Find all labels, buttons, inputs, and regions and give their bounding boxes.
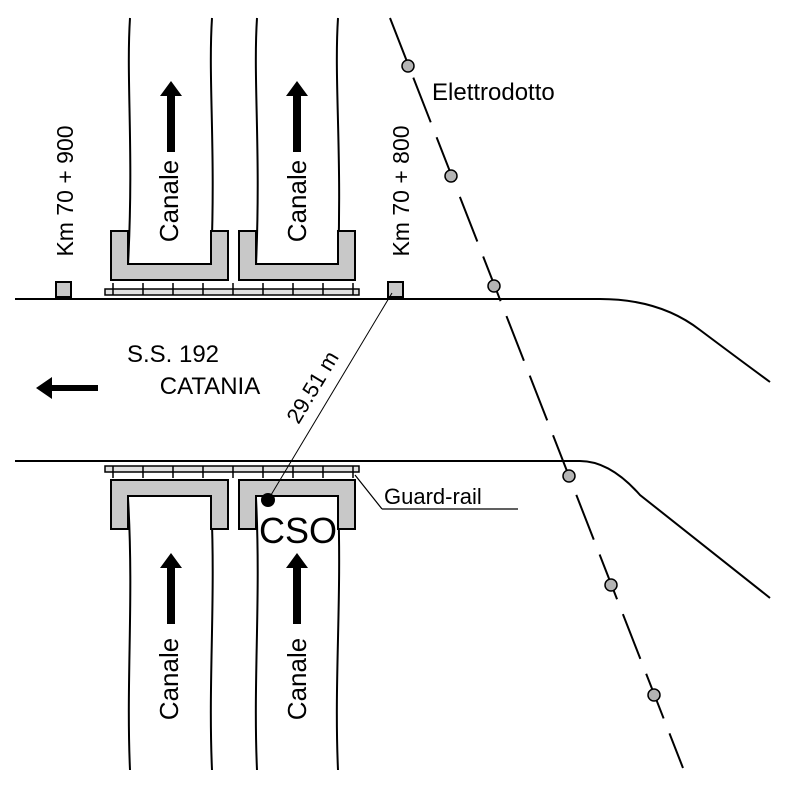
- km-label-east: Km 70 + 800: [388, 125, 414, 256]
- headwall-south-1: [110, 479, 229, 530]
- guard-rail-leader: [354, 474, 383, 510]
- canale-label: Canale: [282, 160, 312, 242]
- road-name-label: S.S. 192: [127, 341, 219, 368]
- power-line: [389, 17, 684, 769]
- guard-rail-label: Guard-rail: [384, 484, 482, 509]
- km-marker-east: [387, 281, 404, 298]
- pylon-icon: [604, 578, 618, 592]
- distance-line: [267, 292, 393, 501]
- canal-walls-south: [127, 497, 341, 771]
- pylon-icon: [401, 59, 415, 73]
- headwall-south-2: [238, 479, 356, 530]
- headwall-north-2: [238, 230, 356, 281]
- cso-point: [261, 493, 275, 507]
- guard-rail-south: [104, 465, 360, 478]
- km-label-west: Km 70 + 900: [52, 125, 78, 256]
- pylon-icon: [444, 169, 458, 183]
- elettrodotto-label: Elettrodotto: [432, 79, 555, 106]
- pylon-icon: [647, 688, 661, 702]
- cso-label: CSO: [259, 510, 337, 551]
- arrow-up-icon: [160, 81, 182, 152]
- road: [15, 298, 771, 599]
- distance-label: 29.51 m: [281, 347, 343, 428]
- arrow-left-icon: [36, 377, 98, 399]
- canale-label: Canale: [154, 160, 184, 242]
- flow-arrows: [160, 81, 308, 624]
- road-south-edge: [15, 460, 771, 599]
- arrow-up-icon: [286, 81, 308, 152]
- pylon-icon: [487, 279, 501, 293]
- road-city-label: CATANIA: [160, 373, 260, 400]
- canale-label: Canale: [282, 638, 312, 720]
- canale-label: Canale: [154, 638, 184, 720]
- km-marker-west: [55, 281, 72, 298]
- arrow-up-icon: [286, 553, 308, 624]
- pylon-icon: [562, 469, 576, 483]
- headwall-north-1: [110, 230, 229, 281]
- road-north-edge: [15, 298, 771, 383]
- canal-walls-north: [127, 17, 341, 266]
- guard-rail-north: [104, 283, 360, 296]
- pylons: [401, 59, 661, 702]
- arrow-up-icon: [160, 553, 182, 624]
